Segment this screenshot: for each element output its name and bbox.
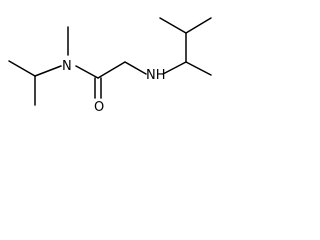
bond-terminal-methyl-left — [159, 17, 187, 34]
bond-isopropyl-to-n — [34, 65, 62, 77]
bond-terminal-methyl-right — [185, 17, 212, 34]
bond-carbonyl-to-ch2 — [97, 61, 126, 79]
bond-ch-methyl — [185, 61, 212, 76]
carbonyl-oxygen-label: O — [94, 100, 104, 115]
amide-nitrogen-label: N — [62, 59, 72, 74]
amine-nitrogen-label: NH — [146, 68, 166, 83]
bond-nh-to-ch — [162, 61, 187, 75]
bond-n-to-carbonyl — [75, 65, 99, 79]
bond-ch2-to-nh — [124, 61, 147, 75]
bond-isopropyl-ch3-top — [8, 60, 36, 77]
structure-drawing: N O NH — [8, 17, 212, 115]
